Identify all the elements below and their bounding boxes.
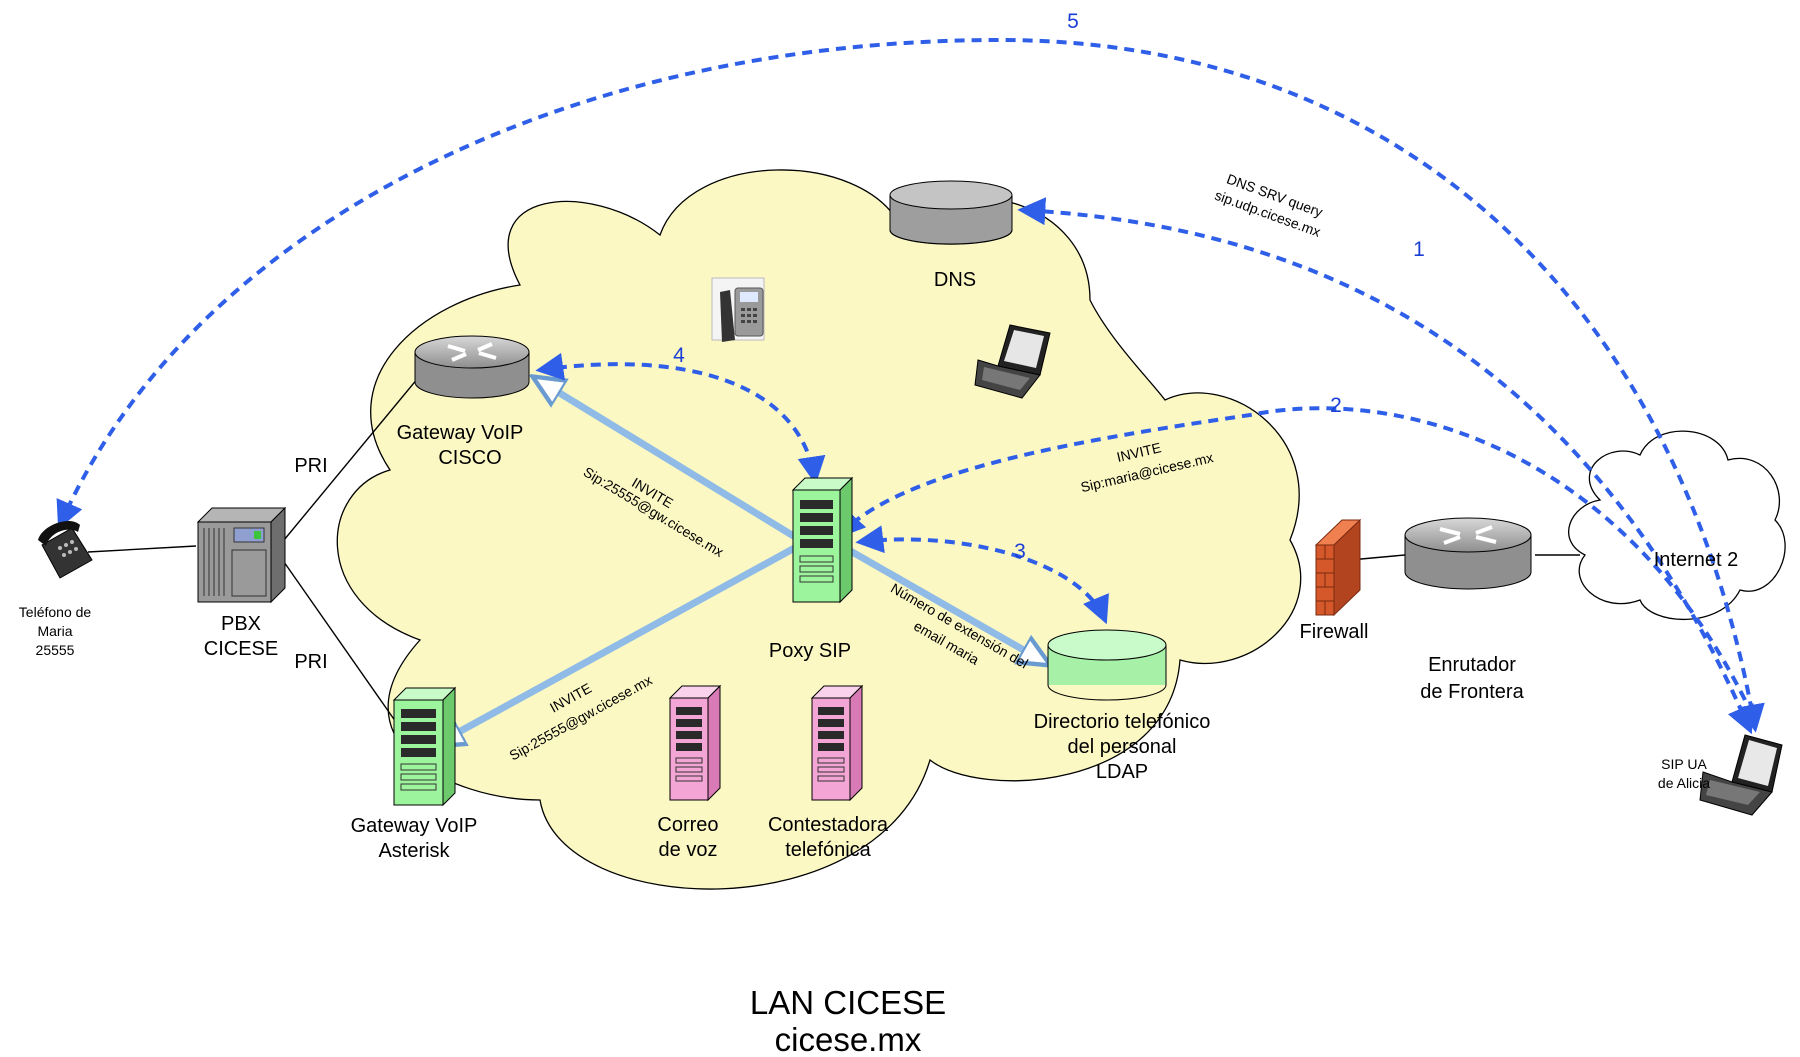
cisco-gateway-label-2: CISCO <box>438 447 501 469</box>
cisco-gateway-router-icon <box>414 335 530 399</box>
proxy-sip-label: Poxy SIP <box>769 640 851 662</box>
ldap-label-3: LDAP <box>1096 761 1148 783</box>
cisco-gateway-label-1: Gateway VoIP <box>397 422 524 444</box>
pbx-label-2: CICESE <box>204 638 278 660</box>
voicemail-server-icon <box>668 684 722 802</box>
border-router-label-2: de Frontera <box>1420 681 1524 703</box>
asterisk-gateway-server-icon <box>392 686 457 807</box>
lan-title: LAN CICESE <box>750 984 946 1021</box>
pri-bottom-label: PRI <box>294 651 327 673</box>
step-1: 1 <box>1413 238 1425 261</box>
step-4: 4 <box>673 344 685 367</box>
step-5: 5 <box>1067 10 1079 33</box>
step-2: 2 <box>1330 394 1342 417</box>
flow-2-invite-proxy <box>836 406 1747 701</box>
voicemail-label-1: Correo <box>657 814 718 836</box>
maria-phone-label-1: Teléfono de <box>19 604 92 620</box>
ip-phone-icon <box>711 277 765 342</box>
asterisk-gateway-label-2: Asterisk <box>378 840 450 862</box>
alicia-label-2: de Alicia <box>1658 775 1710 791</box>
flow-4-cisco <box>535 352 826 485</box>
border-router-label-1: Enrutador <box>1428 654 1516 676</box>
voicemail-label-2: de voz <box>659 839 718 861</box>
maria-phone-icon <box>38 520 93 579</box>
answering-label-1: Contestadora <box>768 814 889 836</box>
step-numbers: 1 2 3 4 5 <box>673 10 1425 563</box>
alicia-label-1: SIP UA <box>1661 756 1707 772</box>
proxy-sip-server-icon <box>791 476 854 604</box>
firewall-icon <box>1314 518 1362 617</box>
dns-label: DNS <box>934 269 976 291</box>
node-labels: DNS Gateway VoIP CISCO Gateway VoIP Aste… <box>19 269 1738 1057</box>
ldap-label-1: Directorio telefónico <box>1034 711 1211 733</box>
border-router-icon <box>1404 517 1532 590</box>
answering-label-2: telefónica <box>785 839 871 861</box>
laptop-icon <box>974 324 1051 399</box>
pri-top-label: PRI <box>294 455 327 477</box>
step-3: 3 <box>1014 540 1026 563</box>
alicia-laptop-icon <box>1699 734 1783 816</box>
maria-phone-label-2: Maria <box>37 623 72 639</box>
firewall-label: Firewall <box>1300 621 1369 643</box>
answering-machine-server-icon <box>810 684 864 802</box>
asterisk-gateway-label-1: Gateway VoIP <box>351 815 478 837</box>
lan-domain: cicese.mx <box>775 1021 922 1057</box>
ldap-label-2: del personal <box>1068 736 1177 758</box>
internet-label: Internet 2 <box>1654 549 1739 571</box>
pbx-label-1: PBX <box>221 613 261 635</box>
dns-server-icon <box>889 180 1013 245</box>
ldap-directory-icon <box>1047 629 1167 701</box>
pbx-icon <box>196 506 287 604</box>
maria-phone-label-3: 25555 <box>36 642 75 658</box>
dashed-flows <box>56 37 1765 735</box>
